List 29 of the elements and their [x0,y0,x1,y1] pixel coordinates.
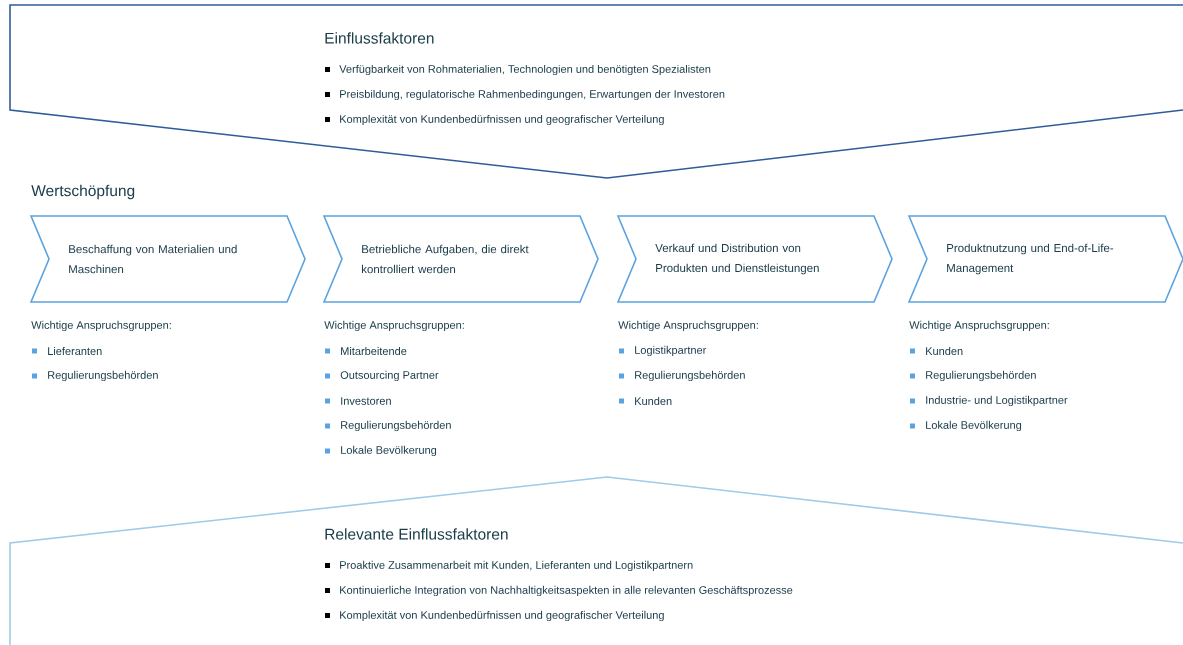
process-step: Betriebliche Aufgaben, die direkt kontrolliert werden [322,215,599,303]
list-heading: Wichtige Anspruchsgruppen: [324,320,464,332]
bullet-item: Mitarbeitende [325,346,407,356]
bullet-item: Regulierungsbehörden [32,370,158,382]
bullet-item: Outsourcing Partner [325,370,439,382]
list-heading: Wichtige Anspruchsgruppen: [618,320,758,332]
bullet-item: Regulierungsbehörden [910,370,1036,382]
section-heading: Wertschöpfung [31,184,135,200]
bullet-item: Regulierungsbehörden [325,420,451,432]
bullet-item: Logistikpartner [619,345,707,357]
bullet-item: Kunden [910,346,963,356]
bullet-item: Preisbildung, regulatorische Rahmenbedingungen, Erwartungen der Investoren [325,89,725,101]
bullet-item: Verfügbarkeit von Rohmaterialien, Technologien und benötigten Spezialisten [325,64,711,76]
bullet-item: Kunden [619,396,672,406]
bullet-item: Regulierungsbehörden [619,370,745,382]
bullet-item: Komplexität von Kundenbedürfnissen und geografischer Verteilung [325,114,664,126]
process-step: Produktnutzung und End-of-Life-Management [907,215,1183,303]
bullet-item: Proaktive Zusammenarbeit mit Kunden, Lieferanten und Logistikpartnern [325,560,693,572]
bullet-item: Investoren [325,397,391,405]
bullet-item: Lieferanten [32,346,102,356]
bullet-item: Lokale Bevölkerung [325,445,437,457]
list-heading: Wichtige Anspruchsgruppen: [31,320,171,332]
process-step: Verkauf und Distribution von Produkten und Dienstleistungen [616,215,893,303]
bullet-item: Komplexität von Kundenbedürfnissen und geografischer Verteilung [325,610,664,622]
bullet-item: Lokale Bevölkerung [910,420,1022,432]
list-heading: Wichtige Anspruchsgruppen: [909,320,1049,332]
bullet-item: Kontinuierliche Integration von Nachhaltigkeitsaspekten in alle relevanten Geschäftsprozesse [325,585,793,597]
process-step: Beschaffung von Materialien und Maschinen [29,215,306,303]
bullet-item: Industrie- und Logistikpartner [910,395,1068,407]
